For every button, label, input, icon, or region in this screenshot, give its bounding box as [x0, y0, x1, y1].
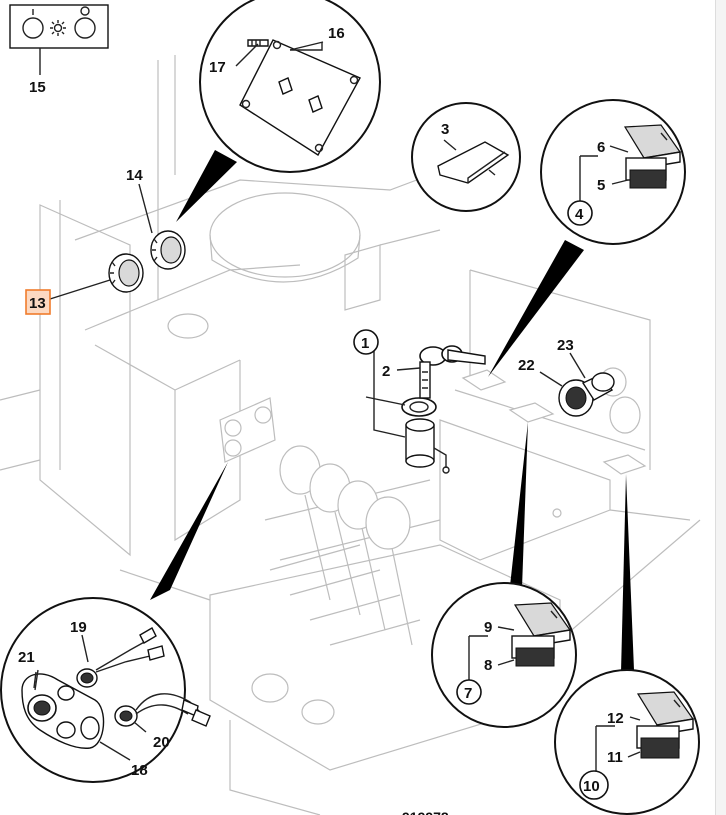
callout-10: 10: [583, 778, 600, 795]
callout-16: 16: [328, 25, 345, 42]
leader-wedge-18: [150, 462, 228, 600]
ignition-keys: [419, 345, 486, 399]
figure-number: 919978: [402, 809, 449, 815]
knob-14: [150, 230, 186, 270]
callout-8: 8: [484, 657, 492, 674]
callout-14: 14: [126, 167, 143, 184]
detail-circle-18-21: [0, 597, 211, 783]
callout-15: 15: [29, 79, 46, 96]
callout-1: 1: [361, 335, 369, 352]
callout-1-circle: [353, 329, 379, 355]
callout-6: 6: [597, 139, 605, 156]
callout-7: 7: [464, 685, 472, 702]
callout-12: 12: [607, 710, 624, 727]
detail-circle-7-8-9: [431, 582, 577, 728]
detail-circle-4-5-6: [540, 99, 686, 245]
leader-wedge-4: [488, 240, 584, 377]
viewer-scroll-edge: [715, 0, 726, 815]
leader-wedge-10: [621, 474, 634, 672]
callout-5: 5: [597, 177, 605, 194]
callout-labels: 13 14 15 16 17 3 6 5 4 1 2 22 23 19 21 2…: [18, 25, 624, 800]
callout-13: 13: [29, 295, 46, 312]
callout-3: 3: [441, 121, 449, 138]
callout-4: 4: [575, 206, 584, 223]
callout-17: 17: [209, 59, 226, 76]
callout-18: 18: [131, 762, 148, 779]
callout-10-circle: [579, 770, 609, 800]
callout-4-circle: [567, 200, 593, 226]
leader-wedge-16: [176, 150, 237, 222]
console-outline: [0, 55, 701, 815]
callout-21: 21: [18, 649, 35, 666]
callout-22: 22: [518, 357, 535, 374]
callout-20: 20: [153, 734, 170, 751]
detail-circle-10-11-12: [554, 669, 700, 815]
callout-7-circle: [456, 679, 482, 705]
callout-11: 11: [607, 749, 623, 766]
switch-22-23: [558, 372, 615, 417]
leader-wedge-7: [510, 422, 528, 588]
leader-lines: [33, 41, 641, 758]
detail-circle-16-17: [199, 0, 381, 173]
callout-23: 23: [557, 337, 574, 354]
callout-9: 9: [484, 619, 492, 636]
ignition-switch: [401, 397, 450, 474]
knob-13: [108, 253, 144, 293]
callout-13-highlight: [25, 289, 51, 315]
symbol-decal-15: [9, 4, 109, 75]
callout-19: 19: [70, 619, 87, 636]
callout-2: 2: [382, 363, 390, 380]
detail-circle-3: [411, 102, 521, 212]
